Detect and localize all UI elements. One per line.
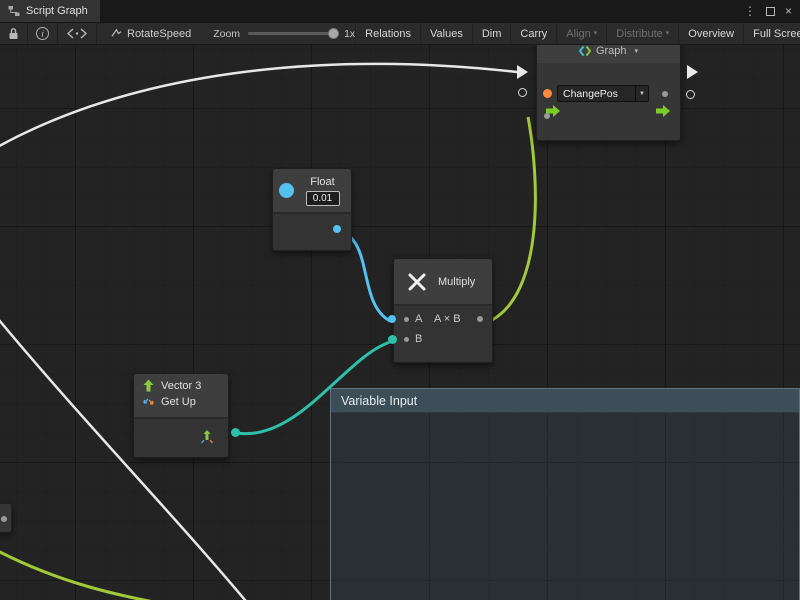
variable-dropdown[interactable]: ChangePos ▼ [557,85,649,102]
chevron-down-icon: ▾ [665,30,670,37]
vector3-title: Vector 3 [161,379,202,392]
lock-button[interactable] [0,23,28,44]
group-title: Variable Input [341,393,418,408]
multiply-output-port[interactable] [477,316,483,322]
graph-toolbar: i RotateSpeed Zoom 1x Relations Values [0,22,800,45]
tab-script-graph[interactable]: Script Graph [0,0,100,22]
variable-dropdown-value: ChangePos [563,87,618,100]
output-label: A × B [434,313,461,325]
inspect-button[interactable]: i [28,23,58,44]
values-button[interactable]: Values [420,23,472,44]
partial-node[interactable] [0,503,12,533]
relations-button[interactable]: Relations [355,23,420,44]
zoom-label: Zoom [213,27,241,40]
fit-graph-button[interactable] [58,23,97,44]
window-controls: ⋮ × [744,0,800,22]
chevron-down-icon: ▾ [593,30,598,37]
script-graph-icon [8,6,20,16]
float-node[interactable]: Float 0.01 [272,168,352,251]
info-icon: i [36,27,49,40]
float-output-port[interactable] [333,225,341,233]
chevron-down-icon: ▾ [634,47,639,55]
tab-bar: Script Graph ⋮ × [0,0,800,22]
flow-output-port[interactable] [656,105,670,117]
input-a-label: A [415,313,423,325]
zoom-slider[interactable] [248,28,340,39]
graph-name-label: RotateSpeed [127,27,192,40]
input-port[interactable] [544,113,550,119]
output-port[interactable] [662,91,668,97]
carry-button[interactable]: Carry [510,23,556,44]
port-dot[interactable] [1,516,7,522]
zoom-value: 1x [344,27,356,40]
event-node[interactable]: Graph ▾ ChangePos ▼ [536,38,681,141]
overview-button[interactable]: Overview [678,23,743,44]
multiply-input-b-port[interactable] [388,335,397,344]
graph-breadcrumb[interactable]: RotateSpeed [111,28,191,40]
float-value-input[interactable]: 0.01 [305,190,340,206]
distribute-button[interactable]: Distribute ▾ [606,23,678,44]
dim-button[interactable]: Dim [471,23,511,44]
axes-icon [143,398,154,405]
event-node-title: Graph [595,45,627,57]
script-machine-icon [578,45,591,57]
port-dot[interactable] [404,337,409,342]
flow-input-port[interactable] [546,105,560,117]
input-b-label: B [415,333,423,345]
close-icon[interactable]: × [784,4,792,18]
flow-arrow-icon [687,65,698,79]
tab-title: Script Graph [26,5,88,17]
multiply-icon [408,273,426,290]
zoom-slider-handle[interactable] [328,28,340,39]
vector3-up-icon [143,379,154,392]
unconnected-port-icon[interactable] [518,88,527,97]
lock-icon [9,28,18,39]
vector3-node[interactable]: Vector 3 Get Up [133,373,240,458]
zoom-control: Zoom 1x [213,28,355,40]
variable-port[interactable] [543,89,552,98]
port-dot[interactable] [404,317,409,322]
full-screen-button[interactable]: Full Screen [743,23,800,44]
multiply-node[interactable]: Multiply A A × B B [388,258,493,363]
maximize-icon[interactable] [765,6,775,16]
graph-asset-icon [111,28,122,37]
unconnected-port-icon[interactable] [686,90,695,99]
float-node-title: Float [310,175,335,188]
align-button[interactable]: Align ▾ [556,23,606,44]
get-up-label: Get Up [161,395,196,408]
code-angle-icon [66,28,88,39]
variable-input-group[interactable]: Variable Input [330,388,800,600]
float-icon [279,183,294,198]
multiply-node-title: Multiply [438,275,476,288]
menu-icon[interactable]: ⋮ [743,4,756,18]
flow-arrow-icon [517,65,528,79]
multiply-input-a-port[interactable] [388,315,396,323]
chevron-down-icon: ▼ [635,86,648,101]
toolbar-buttons: Relations Values Dim Carry Align ▾ Distr… [355,23,800,44]
vector3-output-port[interactable] [231,428,240,437]
vector-value-icon [201,430,213,444]
group-header[interactable]: Variable Input [331,389,799,413]
